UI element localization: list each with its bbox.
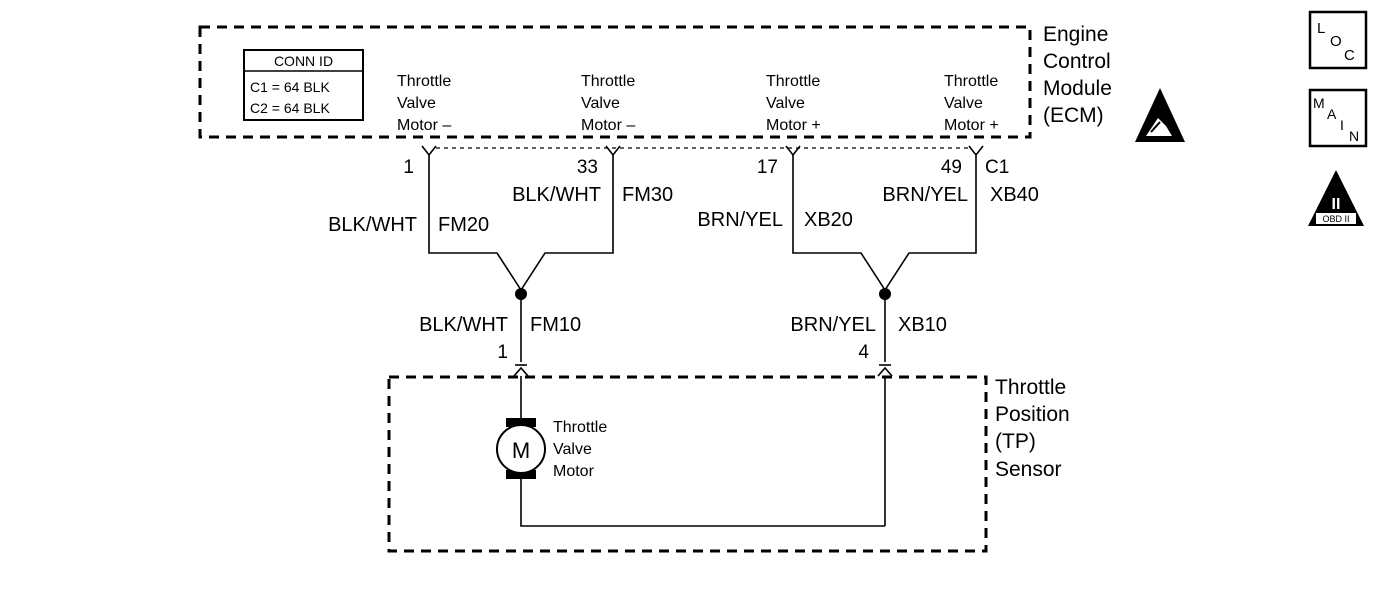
- tp-sensor-boundary: [387, 375, 988, 553]
- loc-icon: L O C: [1308, 10, 1368, 70]
- conn-id-title: CONN ID: [274, 53, 333, 69]
- wire-fm20: [428, 155, 522, 291]
- tp-sensor-label: Throttle Position (TP) Sensor: [995, 376, 1076, 481]
- svg-text:II: II: [1332, 196, 1341, 213]
- svg-text:C: C: [1344, 47, 1355, 64]
- motor-symbol: M: [512, 438, 530, 463]
- wire-color-fm30: BLK/WHT: [512, 184, 601, 206]
- svg-text:I: I: [1340, 117, 1344, 133]
- conn-id-box: CONN ID C1 = 64 BLK C2 = 64 BLK: [243, 49, 364, 121]
- pin-17: 17: [757, 157, 778, 178]
- ecm-boundary: [198, 25, 1032, 139]
- obd-ii-icon: II OBD II: [1308, 170, 1364, 226]
- wire-color-fm20: BLK/WHT: [328, 214, 417, 236]
- wire-circuit-fm10: FM10: [530, 314, 581, 336]
- wire-circuit-fm20: FM20: [438, 214, 489, 236]
- esd-warning-icon: [1135, 88, 1185, 142]
- motor-icon: M: [496, 418, 546, 479]
- conn-id-row-c1: C1 = 64 BLK: [250, 79, 330, 95]
- motor-label: Throttle Valve Motor: [553, 419, 612, 480]
- wire-circuit-xb10: XB10: [898, 314, 947, 336]
- tp-pin-1: 1: [497, 342, 508, 363]
- connector-label-c1: C1: [985, 157, 1009, 178]
- wire-xb20: [792, 155, 886, 291]
- pin-33: 33: [577, 157, 598, 178]
- tp-sensor-connector: 1 4: [497, 342, 893, 377]
- tp-pin-4: 4: [858, 342, 869, 363]
- svg-text:OBD II: OBD II: [1322, 214, 1349, 224]
- ecm-module: Engine Control Module (ECM) CONN ID C1 =…: [198, 23, 1118, 139]
- wire-circuit-xb40: XB40: [990, 184, 1039, 206]
- wire-circuit-fm30: FM30: [622, 184, 673, 206]
- wire-xb40: [884, 155, 977, 291]
- wire-circuit-xb20: XB20: [804, 209, 853, 231]
- wire-group-blk-wht: [428, 155, 614, 362]
- terminal-label-1: Throttle Valve Motor –: [397, 73, 456, 134]
- svg-text:A: A: [1327, 106, 1337, 122]
- pin-1: 1: [403, 157, 414, 178]
- terminal-label-49: Throttle Valve Motor +: [944, 73, 1003, 134]
- wire-color-xb40: BRN/YEL: [882, 184, 968, 206]
- pin-49: 49: [941, 157, 962, 178]
- wire-color-xb10: BRN/YEL: [790, 314, 876, 336]
- svg-text:M: M: [1313, 95, 1325, 111]
- conn-id-row-c2: C2 = 64 BLK: [250, 100, 330, 116]
- wire-color-xb20: BRN/YEL: [697, 209, 783, 231]
- ecm-label: Engine Control Module (ECM): [1043, 23, 1118, 127]
- svg-text:N: N: [1349, 128, 1359, 144]
- terminal-label-17: Throttle Valve Motor +: [766, 73, 825, 134]
- wire-color-fm10: BLK/WHT: [419, 314, 508, 336]
- svg-text:O: O: [1330, 33, 1342, 50]
- terminal-label-33: Throttle Valve Motor –: [581, 73, 640, 134]
- ecm-connector-c1: 1 33 17 49 C1: [403, 145, 1009, 178]
- svg-text:L: L: [1317, 20, 1325, 37]
- tp-sensor: Throttle Position (TP) Sensor M Throttle…: [387, 375, 1076, 553]
- wire-fm30: [520, 155, 614, 291]
- main-icon: M A I N: [1308, 88, 1368, 148]
- wire-group-brn-yel: [792, 155, 977, 362]
